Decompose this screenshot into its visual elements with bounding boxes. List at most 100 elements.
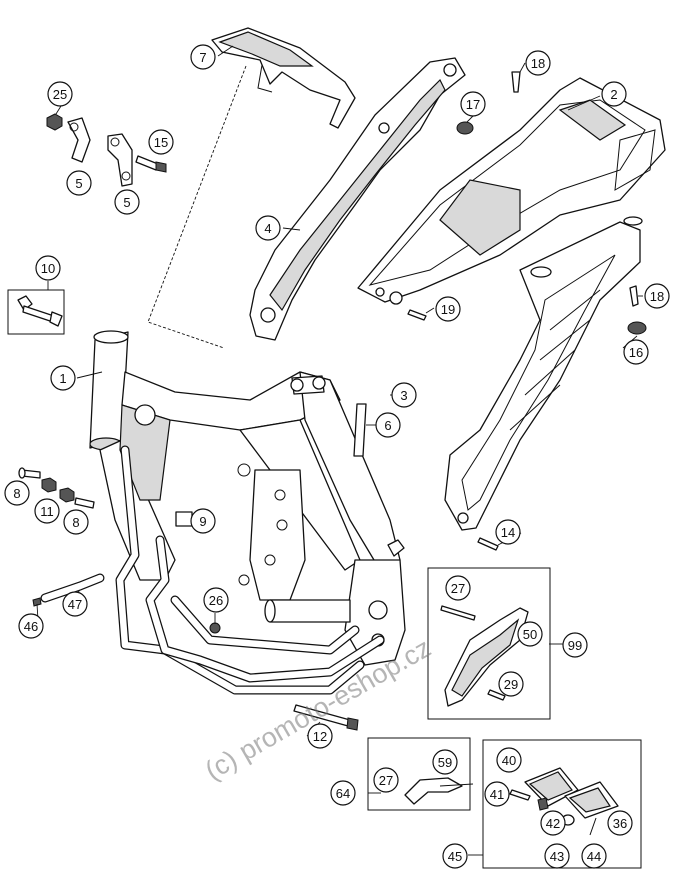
- callout-45: 45: [442, 843, 468, 869]
- callout-circle: [47, 81, 73, 107]
- callout-7: 7: [190, 44, 216, 70]
- callout-15: 15: [148, 129, 174, 155]
- callout-label: 3: [400, 388, 407, 403]
- callout-circle: [62, 591, 88, 617]
- callout-circle: [525, 50, 551, 76]
- callout-11: 11: [34, 498, 60, 524]
- callout-circle: [484, 781, 510, 807]
- hardware-parts: [18, 71, 647, 731]
- callout-44: 44: [581, 843, 607, 869]
- callout-circle: [581, 843, 607, 869]
- callout-label: 26: [209, 593, 223, 608]
- callout-circle: [4, 480, 30, 506]
- callout-label: 5: [123, 195, 130, 210]
- callout-circle: [601, 81, 627, 107]
- callout-label: 64: [336, 786, 350, 801]
- callout-3: 3: [391, 382, 417, 408]
- callout-5: 5: [66, 170, 92, 196]
- callout-12: 12: [307, 723, 333, 749]
- callout-circle: [496, 747, 522, 773]
- callout-label: 9: [199, 514, 206, 529]
- callout-label: 27: [451, 581, 465, 596]
- callout-circle: [435, 296, 461, 322]
- callout-43: 43: [544, 843, 570, 869]
- callout-10: 10: [35, 255, 61, 281]
- callout-8: 8: [63, 509, 89, 535]
- callout-circle: [148, 129, 174, 155]
- callout-circle: [562, 632, 588, 658]
- callout-50: 50: [517, 621, 543, 647]
- callout-25: 25: [47, 81, 73, 107]
- callout-9: 9: [190, 508, 216, 534]
- callout-circle: [445, 575, 471, 601]
- callout-label: 7: [199, 50, 206, 65]
- callout-label: 40: [502, 753, 516, 768]
- callout-label: 50: [523, 627, 537, 642]
- callout-circle: [35, 255, 61, 281]
- callout-6: 6: [375, 412, 401, 438]
- callout-label: 29: [504, 677, 518, 692]
- callout-circle: [498, 671, 524, 697]
- callout-41: 41: [484, 781, 510, 807]
- callout-8: 8: [4, 480, 30, 506]
- callout-label: 43: [550, 849, 564, 864]
- callout-circle: [190, 508, 216, 534]
- callout-circle: [114, 189, 140, 215]
- callout-circle: [307, 723, 333, 749]
- callout-label: 10: [41, 261, 55, 276]
- callout-circle: [460, 91, 486, 117]
- callout-circle: [432, 749, 458, 775]
- callout-label: 8: [13, 486, 20, 501]
- heat-shield-bracket-part: [211, 27, 356, 129]
- inset-10-lock: [7, 289, 65, 335]
- callout-64: 64: [330, 780, 356, 806]
- callout-42: 42: [540, 810, 566, 836]
- callout-label: 14: [501, 525, 515, 540]
- callout-2: 2: [601, 81, 627, 107]
- callout-circle: [644, 283, 670, 309]
- callout-4: 4: [255, 215, 281, 241]
- callout-label: 47: [68, 597, 82, 612]
- air-filter-box-part: [357, 77, 666, 305]
- callout-circle: [391, 382, 417, 408]
- callout-label: 11: [40, 504, 54, 519]
- callout-circle: [34, 498, 60, 524]
- callout-label: 46: [24, 619, 38, 634]
- side-panel-part: [249, 57, 466, 341]
- callout-16: 16: [623, 339, 649, 365]
- callout-27: 27: [373, 767, 399, 793]
- callout-label: 59: [438, 755, 452, 770]
- callout-label: 36: [613, 816, 627, 831]
- callout-label: 5: [75, 176, 82, 191]
- callout-circle: [607, 810, 633, 836]
- callout-18: 18: [525, 50, 551, 76]
- callout-circle: [540, 810, 566, 836]
- callout-circle: [442, 843, 468, 869]
- callout-label: 99: [568, 638, 582, 653]
- callout-circle: [190, 44, 216, 70]
- callout-label: 45: [448, 849, 462, 864]
- callout-label: 16: [629, 345, 643, 360]
- callout-47: 47: [62, 591, 88, 617]
- callout-label: 42: [546, 816, 560, 831]
- callout-label: 25: [53, 87, 67, 102]
- callout-circle: [623, 339, 649, 365]
- callout-label: 12: [313, 729, 327, 744]
- callout-label: 6: [384, 418, 391, 433]
- callout-label: 44: [587, 849, 601, 864]
- callout-circle: [373, 767, 399, 793]
- callout-29: 29: [498, 671, 524, 697]
- callout-26: 26: [203, 587, 229, 613]
- callout-label: 15: [154, 135, 168, 150]
- callout-circle: [18, 613, 44, 639]
- callout-36: 36: [607, 810, 633, 836]
- main-frame-part: [89, 330, 406, 695]
- callout-label: 27: [379, 773, 393, 788]
- callout-circle: [63, 509, 89, 535]
- callout-5: 5: [114, 189, 140, 215]
- rear-subframe-part: [444, 216, 643, 531]
- callout-circle: [330, 780, 356, 806]
